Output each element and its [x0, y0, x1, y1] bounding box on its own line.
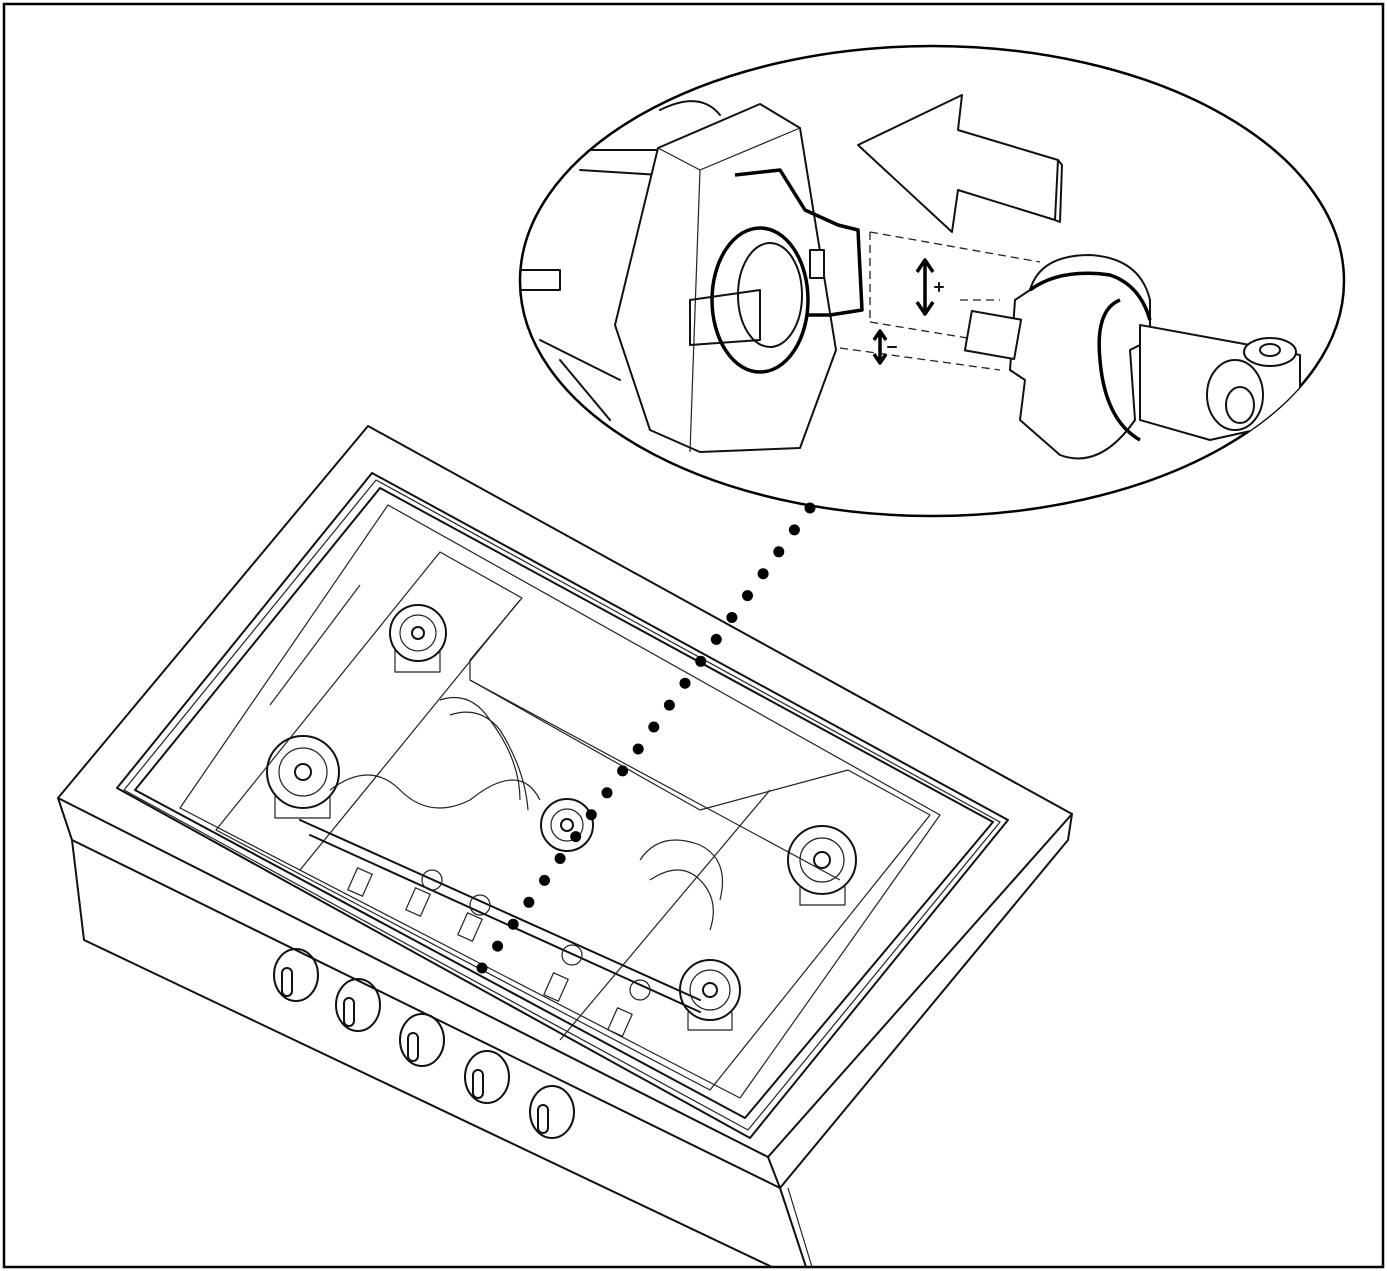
knob-4	[464, 1050, 510, 1104]
callout-dot	[804, 502, 816, 514]
control-knobs	[273, 948, 575, 1139]
callout-dot	[726, 612, 738, 623]
knob-5	[529, 1085, 575, 1139]
callout-dot	[663, 699, 675, 711]
burner-3	[540, 798, 594, 852]
callout-dot	[757, 568, 769, 580]
insert-direction-arrow	[857, 94, 1059, 233]
valve-collar	[1009, 254, 1151, 460]
burner-5	[679, 959, 741, 1031]
burner-4	[787, 825, 857, 906]
callout-dot	[476, 962, 488, 974]
callout-dot	[788, 524, 800, 536]
callout-dot	[742, 590, 753, 602]
callout-dot	[679, 677, 691, 689]
detail-view	[518, 44, 1346, 518]
cooktop-front-face	[71, 839, 773, 1268]
cooktop	[57, 425, 1073, 1268]
cooktop-top-surface	[57, 425, 1073, 1158]
cooktop-leg	[779, 1187, 807, 1268]
double-arrow-vertical-icon	[915, 258, 944, 316]
burner-1	[389, 604, 447, 673]
callout-dot	[570, 831, 582, 843]
callout-dot	[632, 743, 644, 755]
cooktop-side-lip	[779, 813, 1073, 1189]
callout-dot	[601, 787, 613, 799]
callout-dot	[492, 940, 504, 952]
knob-1	[273, 948, 319, 1002]
cooktop-opening-rim	[116, 472, 1009, 1139]
callout-dot	[710, 633, 722, 645]
callout-leader	[476, 502, 816, 974]
callout-dot	[507, 918, 519, 930]
callout-dot	[773, 546, 785, 558]
callout-dot	[585, 809, 597, 821]
callout-dot	[617, 765, 629, 777]
callout-dot	[695, 655, 707, 667]
gas-manifold	[299, 819, 701, 1001]
nut-ring	[710, 226, 810, 374]
burner-2	[266, 735, 340, 819]
callout-dot	[539, 874, 550, 886]
double-arrow-vertical-icon	[872, 329, 897, 365]
cooktop-front-lip	[57, 797, 781, 1189]
knob-2	[335, 978, 381, 1032]
callout-dot	[554, 853, 566, 864]
cooktop-inner-rim	[134, 487, 994, 1119]
callout-dot	[648, 721, 660, 733]
cooktop-base-panel	[215, 551, 931, 1091]
callout-dot	[523, 896, 535, 908]
knob-3	[399, 1013, 445, 1067]
valves	[347, 867, 651, 1037]
